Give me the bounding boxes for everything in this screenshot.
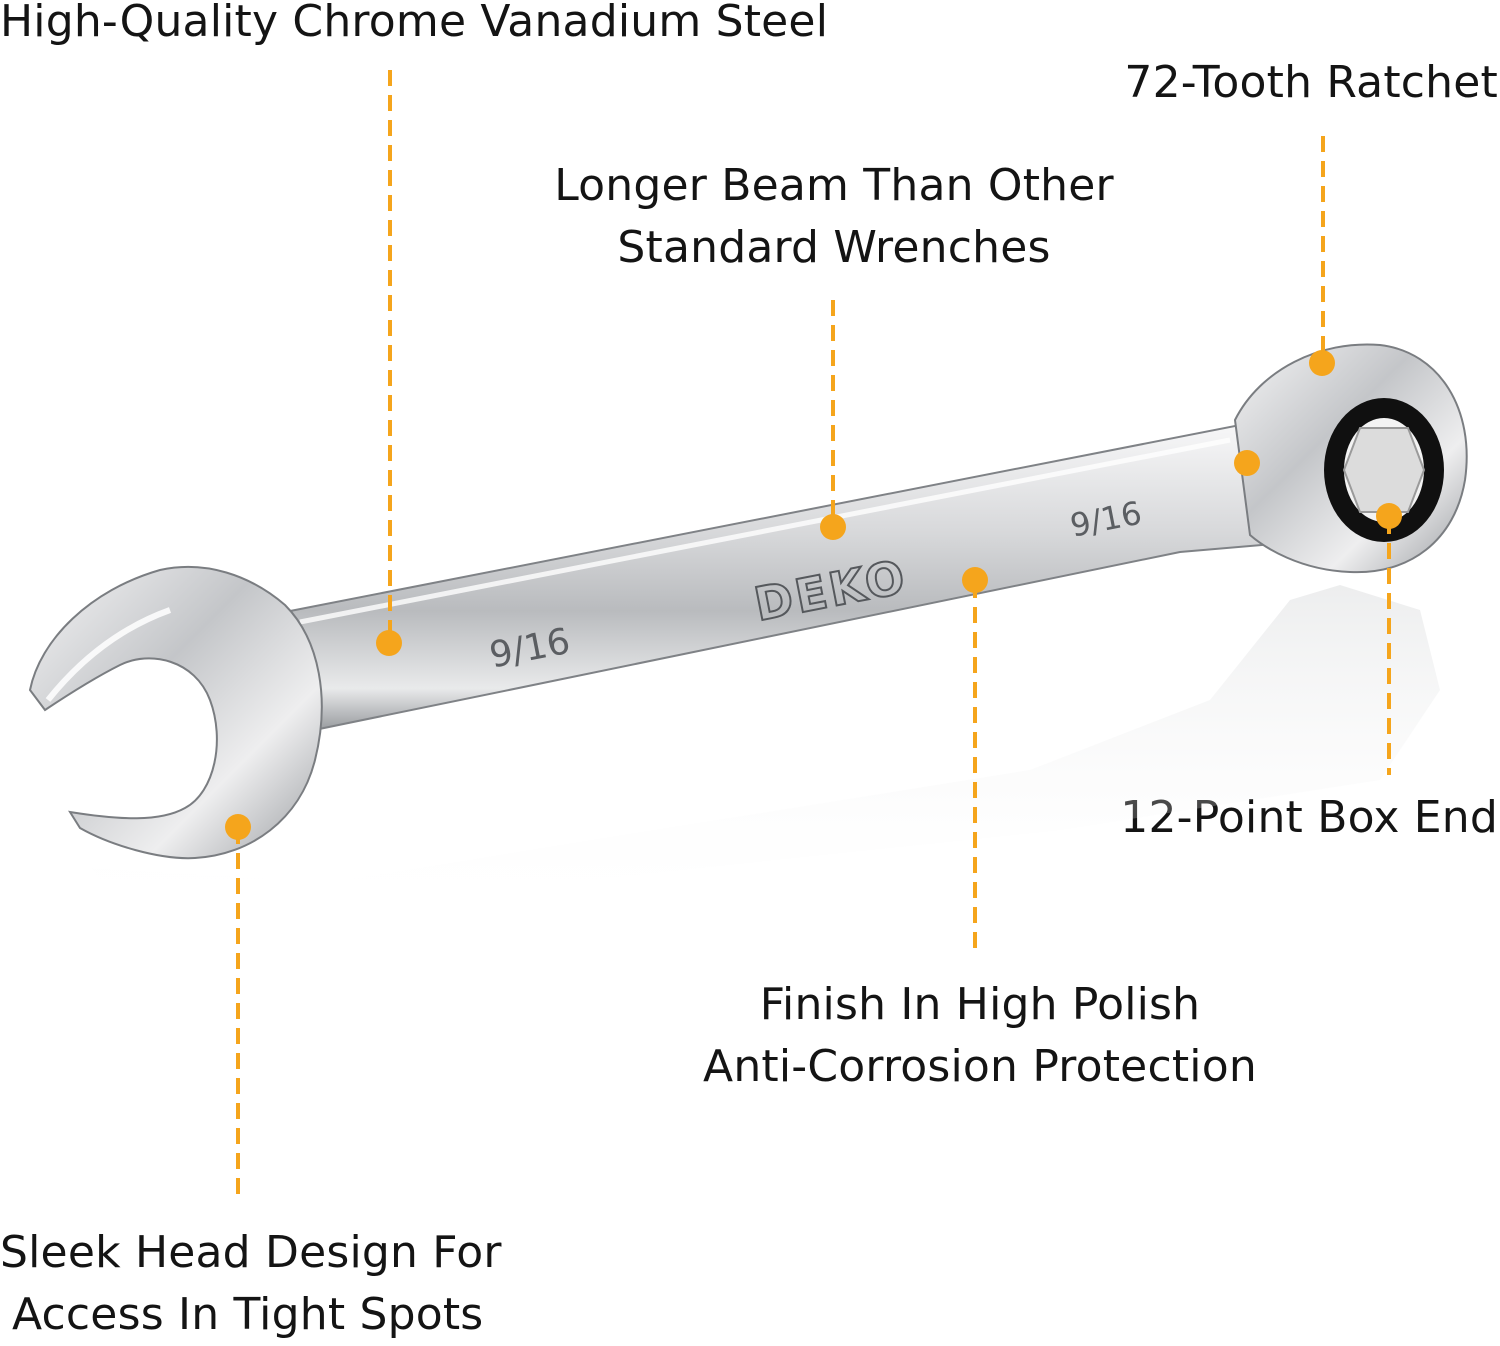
dot-box-end [1376,503,1402,529]
callout-steel: High-Quality Chrome Vanadium Steel [0,0,828,53]
callout-finish-line1: Finish In High Polish [759,979,1201,1030]
callout-head-line1: Sleek Head Design For [0,1227,502,1278]
callout-steel-text: High-Quality Chrome Vanadium Steel [0,0,829,47]
dot-side [1234,450,1260,476]
wrench-reflection [90,585,1440,920]
dot-steel [376,630,402,656]
dot-ratchet [1309,350,1335,376]
callout-ratchet-text: 72-Tooth Ratchet [1124,57,1498,108]
callout-head-line2: Access In Tight Spots [12,1289,484,1340]
callout-finish-line2: Anti-Corrosion Protection [703,1041,1257,1092]
callout-beam-line2: Standard Wrenches [617,222,1051,273]
dot-beam [820,514,846,540]
callout-ratchet: 72-Tooth Ratchet [1124,52,1498,114]
callout-beam: Longer Beam Than Other Standard Wrenches [534,155,1134,279]
callout-finish: Finish In High Polish Anti-Corrosion Pro… [680,974,1280,1098]
wrench-body [28,343,1468,860]
dot-finish [962,567,988,593]
dot-head [225,814,251,840]
callout-beam-line1: Longer Beam Than Other [554,160,1114,211]
callout-head: Sleek Head Design For Access In Tight Sp… [0,1222,502,1346]
open-end-head [28,566,323,860]
